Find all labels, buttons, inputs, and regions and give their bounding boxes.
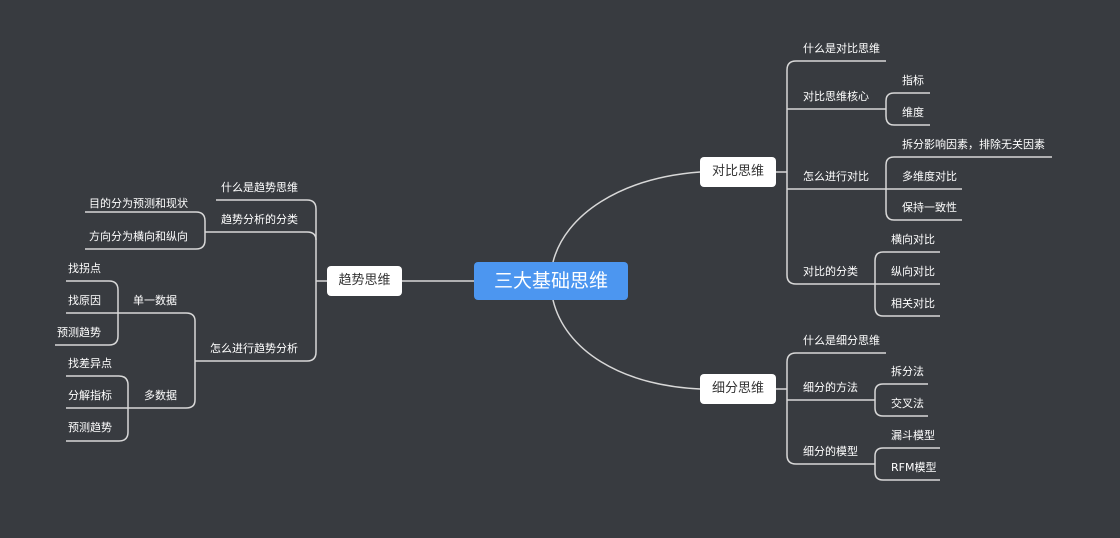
xifen-methods-item-node[interactable]: 拆分法 <box>891 365 924 378</box>
qushi-how-node[interactable]: 怎么进行趋势分析 <box>210 342 298 355</box>
qushi-multi-item-node[interactable]: 分解指标 <box>68 389 112 402</box>
branch-xifen-node[interactable]: 细分思维 <box>700 374 776 404</box>
qushi-multi-item-node[interactable]: 预测趋势 <box>68 421 112 434</box>
qushi-single-item-node[interactable]: 找拐点 <box>68 262 101 275</box>
duibi-types-item-node[interactable]: 横向对比 <box>891 233 935 246</box>
qushi-multi-node[interactable]: 多数据 <box>144 389 177 402</box>
xifen-models-item-node[interactable]: 漏斗模型 <box>891 429 935 442</box>
duibi-how-node[interactable]: 怎么进行对比 <box>803 170 869 183</box>
duibi-how-item-node[interactable]: 拆分影响因素，排除无关因素 <box>902 138 1045 151</box>
xifen-methods-node[interactable]: 细分的方法 <box>803 381 858 394</box>
branch-duibi-node[interactable]: 对比思维 <box>700 157 776 187</box>
qushi-what-node[interactable]: 什么是趋势思维 <box>221 181 298 194</box>
duibi-types-item-node[interactable]: 相关对比 <box>891 297 935 310</box>
duibi-core-item-node[interactable]: 维度 <box>902 106 924 119</box>
qushi-single-node[interactable]: 单一数据 <box>133 294 177 307</box>
xifen-methods-item-node[interactable]: 交叉法 <box>891 397 924 410</box>
qushi-types-item-node[interactable]: 方向分为横向和纵向 <box>89 230 188 243</box>
root-node[interactable]: 三大基础思维 <box>474 262 628 300</box>
duibi-how-item-node[interactable]: 保持一致性 <box>902 201 957 214</box>
duibi-core-node[interactable]: 对比思维核心 <box>803 90 869 103</box>
duibi-what-node[interactable]: 什么是对比思维 <box>803 42 880 55</box>
xifen-models-item-node[interactable]: RFM模型 <box>891 461 937 474</box>
qushi-types-node[interactable]: 趋势分析的分类 <box>221 213 298 226</box>
duibi-core-item-node[interactable]: 指标 <box>902 74 924 87</box>
qushi-multi-item-node[interactable]: 找差异点 <box>68 357 112 370</box>
xifen-what-node[interactable]: 什么是细分思维 <box>803 334 880 347</box>
qushi-single-item-node[interactable]: 预测趋势 <box>57 326 101 339</box>
duibi-types-node[interactable]: 对比的分类 <box>803 265 858 278</box>
duibi-types-item-node[interactable]: 纵向对比 <box>891 265 935 278</box>
branch-qushi-node[interactable]: 趋势思维 <box>327 266 402 296</box>
duibi-how-item-node[interactable]: 多维度对比 <box>902 170 957 183</box>
qushi-single-item-node[interactable]: 找原因 <box>68 294 101 307</box>
xifen-models-node[interactable]: 细分的模型 <box>803 445 858 458</box>
qushi-types-item-node[interactable]: 目的分为预测和现状 <box>89 197 188 210</box>
